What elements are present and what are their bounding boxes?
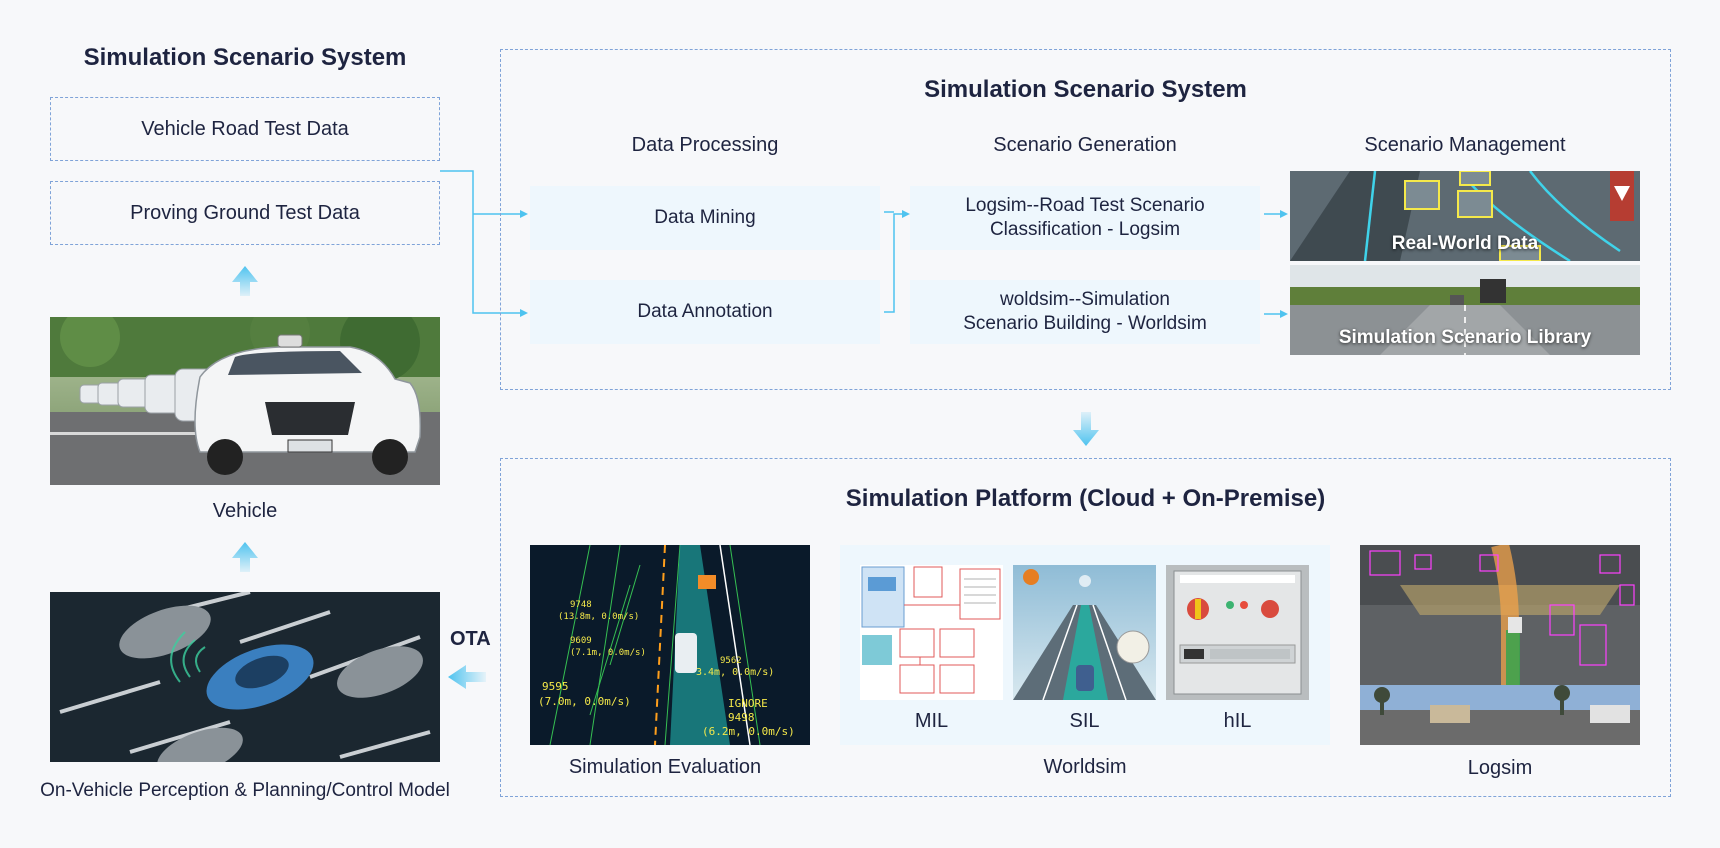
on-vehicle-model-label: On-Vehicle Perception & Planning/Control… [40,780,450,801]
svg-text:(7.1m, 0.0m/s): (7.1m, 0.0m/s) [570,648,646,658]
vehicle-road-test-data-box: Vehicle Road Test Data [50,97,440,161]
svg-text:(7.0m, 0.0m/s): (7.0m, 0.0m/s) [538,695,631,708]
svg-text:3.4m, 0.0m/s): 3.4m, 0.0m/s) [696,667,774,678]
right-arrow-icon [1264,307,1288,321]
svg-text:9609: 9609 [570,636,592,646]
worldsim-generation-line1: woldsim--Simulation [1000,289,1170,310]
svg-text:(13.8m, 0.0m/s): (13.8m, 0.0m/s) [558,612,639,622]
up-arrow-icon [230,264,260,298]
scenario-generation-heading: Scenario Generation [993,134,1177,156]
hil-label: hIL [1223,710,1252,732]
logsim-generation-line2: Classification - Logsim [989,219,1181,240]
proving-ground-test-data-label: Proving Ground Test Data [130,201,360,224]
processing-connector [880,200,910,320]
svg-text:9562: 9562 [720,656,742,666]
right-arrow-icon [1264,207,1288,221]
data-mining-label: Data Mining [654,207,756,228]
mil-image [860,565,1003,700]
simulation-platform-title: Simulation Platform (Cloud + On-Premise) [845,485,1326,512]
worldsim-label: Worldsim [1043,756,1127,778]
real-world-data-image: Real-World Data [1290,171,1640,261]
simulation-platform-panel [500,458,1671,797]
proving-ground-test-data-box: Proving Ground Test Data [50,181,440,245]
data-annotation-label: Data Annotation [637,301,773,322]
simulation-scenario-library-image: Simulation Scenario Library [1290,265,1640,355]
left-arrow-icon [446,663,488,691]
left-panel-title: Simulation Scenario System [83,44,407,71]
simulation-evaluation-image: 9748 (13.8m, 0.0m/s) 9609 (7.1m, 0.0m/s)… [530,545,810,745]
logsim-label: Logsim [1467,757,1533,779]
worldsim-generation-line2: Scenario Building - Worldsim [963,313,1207,334]
vehicle-image [50,317,440,485]
sil-label: SIL [1069,710,1100,732]
logsim-image [1360,545,1640,745]
svg-text:9748: 9748 [570,600,592,610]
simulation-scenario-library-label: Simulation Scenario Library [1338,327,1592,348]
real-world-data-label: Real-World Data [1391,233,1539,254]
on-vehicle-model-image [50,592,440,762]
sil-image [1013,565,1156,700]
svg-text:(6.2m, 0.0m/s): (6.2m, 0.0m/s) [702,725,795,738]
hil-image [1166,565,1309,700]
data-mining-box: Data Mining [530,186,880,250]
logsim-generation-line1: Logsim--Road Test Scenario [965,195,1205,216]
scenario-management-heading: Scenario Management [1364,134,1566,156]
logsim-generation-box: Logsim--Road Test Scenario Classificatio… [910,186,1260,250]
svg-text:9595: 9595 [542,680,569,693]
mil-label: MIL [914,710,949,732]
source-connector [440,165,530,325]
down-arrow-icon [1071,410,1101,448]
ota-label: OTA [450,628,491,650]
up-arrow-icon [230,540,260,574]
data-annotation-box: Data Annotation [530,280,880,344]
worldsim-generation-box: woldsim--Simulation Scenario Building - … [910,280,1260,344]
svg-text:IGNORE: IGNORE [728,697,768,710]
vehicle-label: Vehicle [212,500,278,522]
scenario-system-title: Simulation Scenario System [924,76,1247,103]
vehicle-road-test-data-label: Vehicle Road Test Data [141,117,349,140]
simulation-evaluation-label: Simulation Evaluation [568,756,762,778]
scenario-system-panel [500,49,1671,390]
data-processing-heading: Data Processing [631,134,779,156]
svg-text:9498: 9498 [728,711,755,724]
